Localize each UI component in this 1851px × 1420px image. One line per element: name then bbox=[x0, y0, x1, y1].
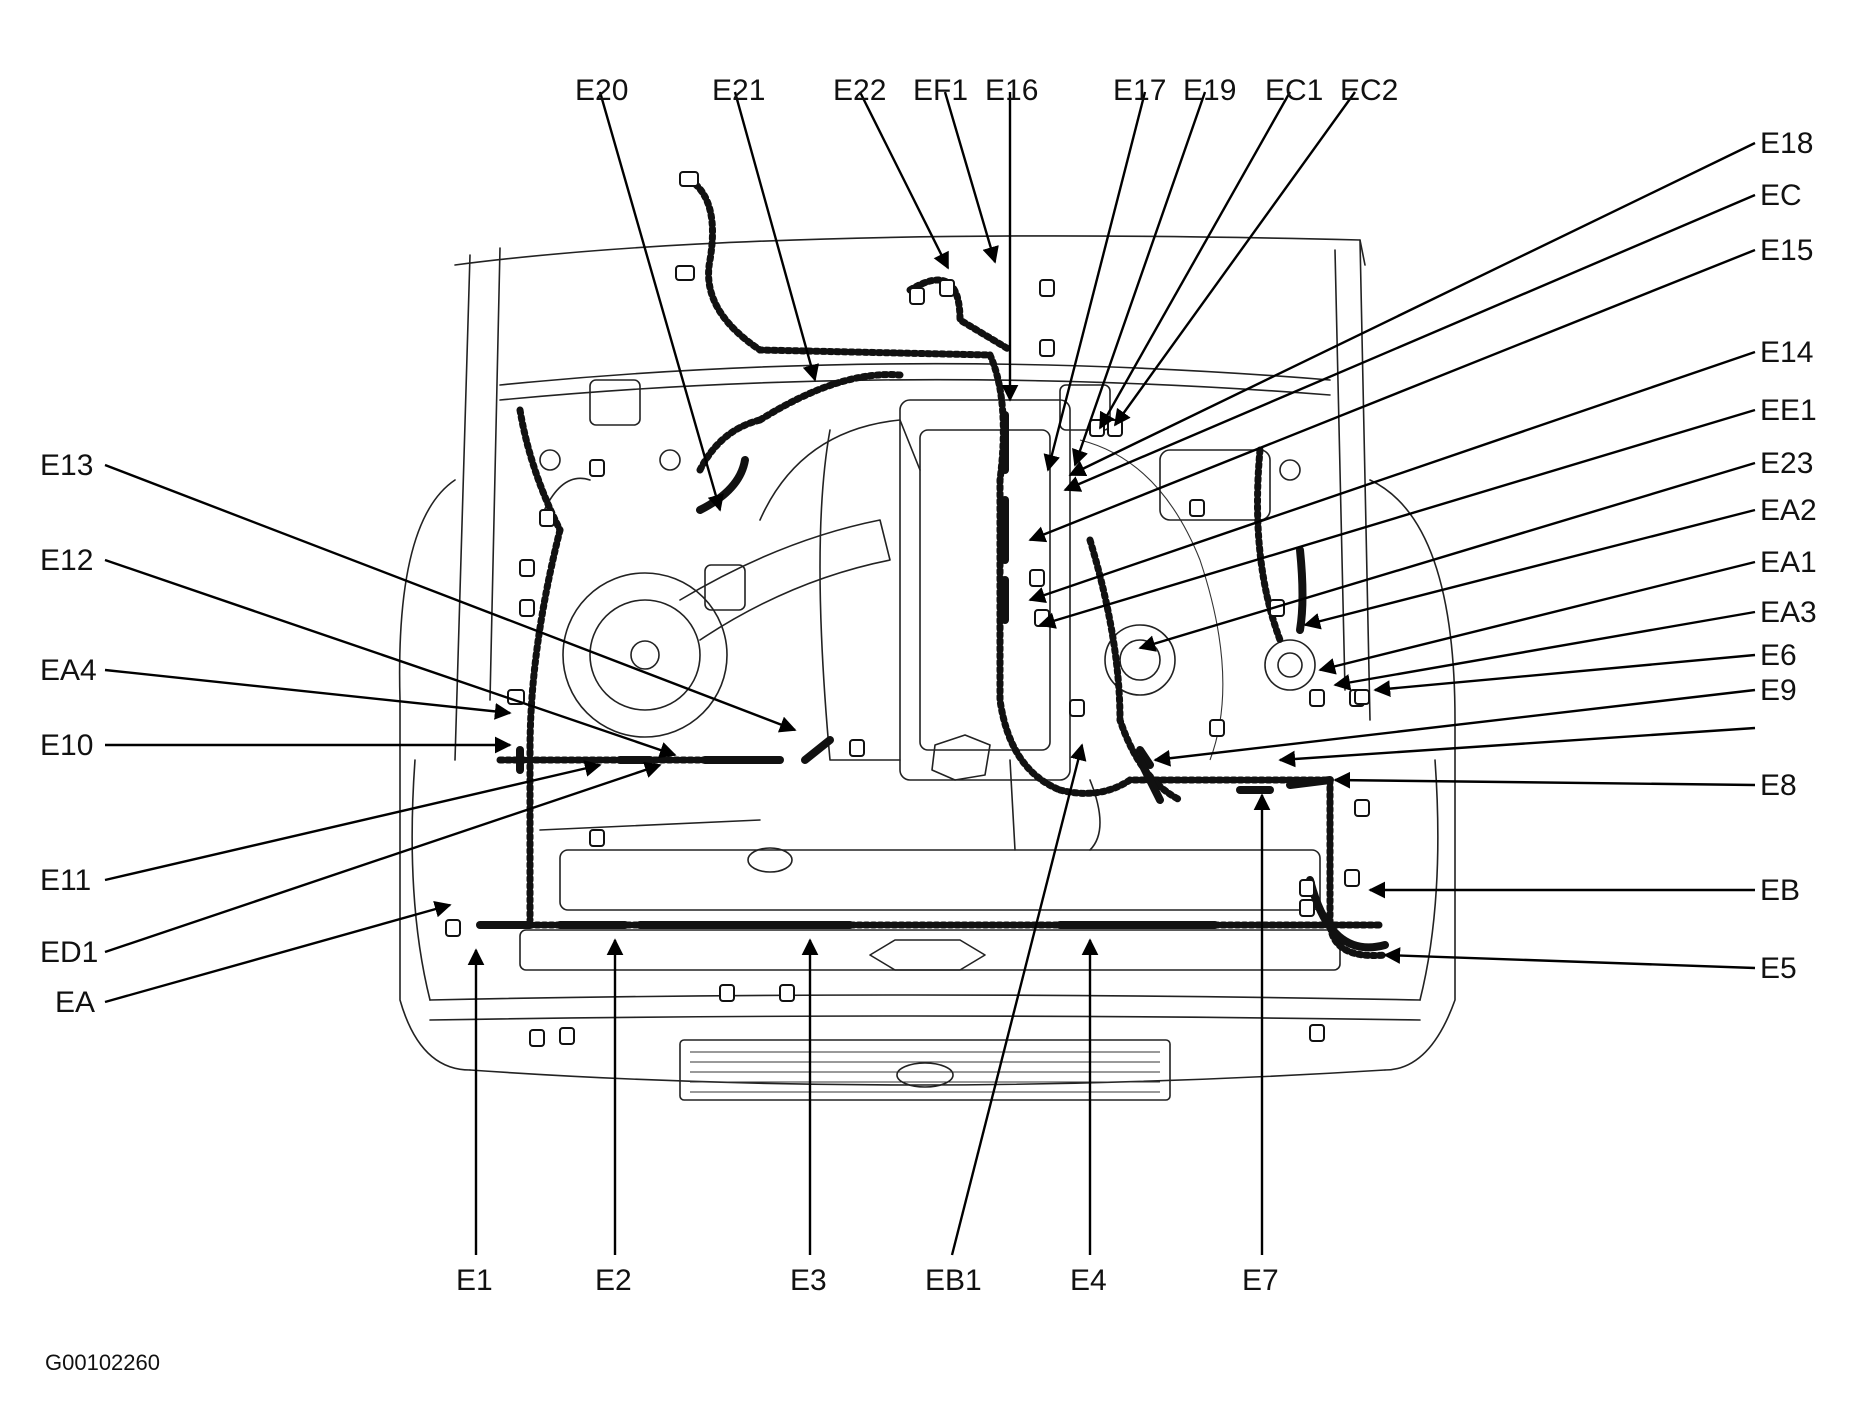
label-e4: E4 bbox=[1070, 1264, 1107, 1297]
label-e6: E6 bbox=[1760, 639, 1797, 672]
wiring-harness bbox=[476, 176, 1389, 960]
label-ea4: EA4 bbox=[40, 654, 97, 687]
figure-code: G00102260 bbox=[45, 1350, 160, 1375]
label-e23: E23 bbox=[1760, 447, 1813, 480]
label-e10: E10 bbox=[40, 729, 93, 762]
label-e3: E3 bbox=[790, 1264, 827, 1297]
label-e14: E14 bbox=[1760, 336, 1813, 369]
vehicle-body-outline bbox=[398, 235, 1456, 1101]
label-e15: E15 bbox=[1760, 234, 1813, 267]
label-ef1: EF1 bbox=[913, 74, 968, 107]
label-ee1: EE1 bbox=[1760, 394, 1817, 427]
label-ea1: EA1 bbox=[1760, 546, 1817, 579]
label-e7: E7 bbox=[1242, 1264, 1279, 1297]
label-eb: EB bbox=[1760, 874, 1800, 907]
label-e18: E18 bbox=[1760, 127, 1813, 160]
label-e1: E1 bbox=[456, 1264, 493, 1297]
leader-lines bbox=[104, 91, 1756, 1256]
label-e2: E2 bbox=[595, 1264, 632, 1297]
label-ec2: EC2 bbox=[1340, 74, 1398, 107]
label-e12: E12 bbox=[40, 544, 93, 577]
label-e20: E20 bbox=[575, 74, 628, 107]
label-e17: E17 bbox=[1113, 74, 1166, 107]
label-e9: E9 bbox=[1760, 674, 1797, 707]
label-ea3: EA3 bbox=[1760, 596, 1817, 629]
label-e13: E13 bbox=[40, 449, 93, 482]
engine-assembly bbox=[539, 379, 1321, 911]
label-e5: E5 bbox=[1760, 952, 1797, 985]
callout-labels: E20 E21 E22 EF1 E16 E17 E19 EC1 EC2 E18 … bbox=[40, 74, 1817, 1375]
label-e16: E16 bbox=[985, 74, 1038, 107]
label-e22: E22 bbox=[833, 74, 886, 107]
label-e8: E8 bbox=[1760, 769, 1797, 802]
harness-connectors bbox=[445, 171, 1370, 1047]
label-e11: E11 bbox=[40, 864, 91, 897]
label-e19: E19 bbox=[1183, 74, 1236, 107]
label-ec: EC bbox=[1760, 179, 1802, 212]
label-ed1: ED1 bbox=[40, 936, 98, 969]
label-ea: EA bbox=[55, 986, 95, 1019]
label-ea2: EA2 bbox=[1760, 494, 1817, 527]
label-e21: E21 bbox=[712, 74, 765, 107]
label-eb1: EB1 bbox=[925, 1264, 982, 1297]
label-ec1: EC1 bbox=[1265, 74, 1323, 107]
